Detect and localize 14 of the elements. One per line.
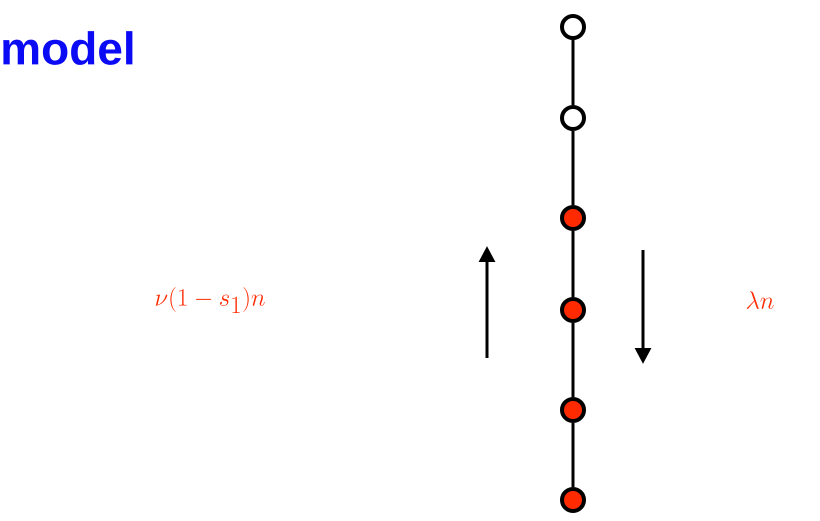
rate-formula: $\nu(1-s_1)n$ bbox=[156, 286, 265, 314]
connector-line bbox=[572, 323, 574, 397]
filled-circle bbox=[560, 397, 586, 423]
filled-circle bbox=[560, 205, 586, 231]
connector-line bbox=[572, 423, 574, 487]
connector-line bbox=[572, 131, 574, 205]
title: model bbox=[3, 31, 132, 65]
rate-formula: $\lambda n$ bbox=[746, 291, 774, 309]
connector-line bbox=[572, 40, 574, 105]
open-circle bbox=[560, 105, 586, 131]
filled-circle bbox=[560, 487, 586, 513]
open-circle bbox=[560, 14, 586, 40]
connector-line bbox=[572, 231, 574, 297]
filled-circle bbox=[560, 297, 586, 323]
